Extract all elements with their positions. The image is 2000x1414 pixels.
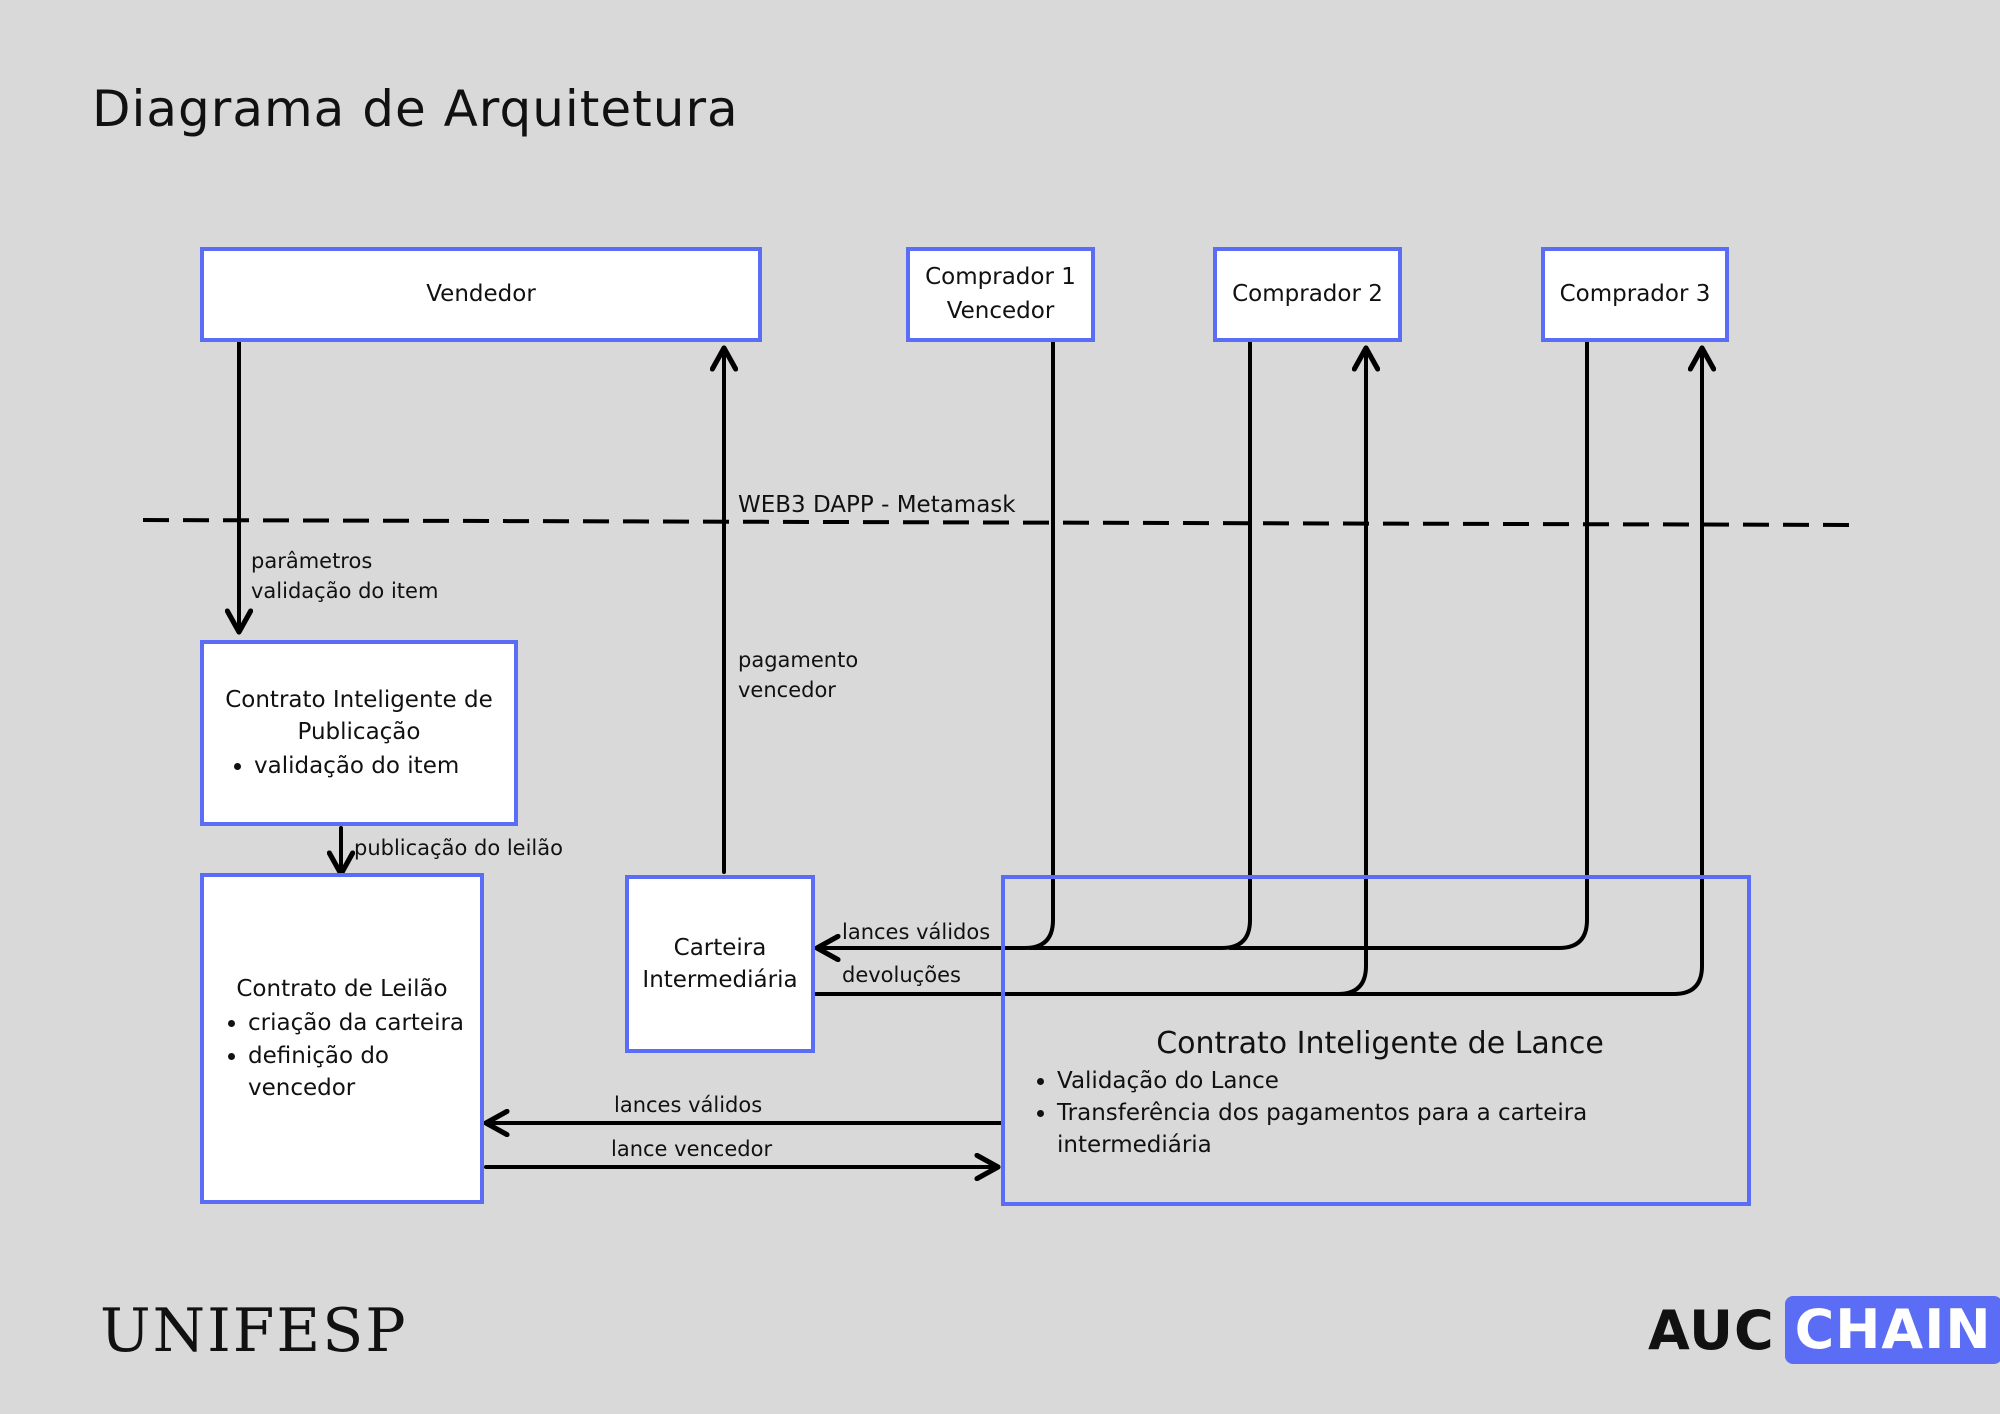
node-vendedor: Vendedor [200,247,762,342]
label-lance-vencedor: lance vencedor [611,1137,773,1161]
label-parametros-line2: validação do item [251,579,439,604]
label-publicacao-leilao: publicação do leilão [354,836,563,860]
label-lances-validos-top: lances válidos [842,920,991,944]
node-contrato-leilao-bullets: criação da carteira definição do vencedo… [218,1007,466,1104]
label-pagamento-line1: pagamento [738,648,859,672]
path-bid-comprador3 [1228,340,1589,950]
label-parametros-line1: parâmetros [251,549,373,573]
node-contrato-publicacao-bullets: validação do item [218,750,500,782]
node-contrato-publicacao-title: Contrato Inteligente de Publicação [225,686,493,745]
node-comprador-1-sublabel: Vencedor [946,297,1055,324]
node-comprador-2: Comprador 2 [1213,247,1402,342]
node-contrato-lance-title: Contrato Inteligente de Lance [1156,1026,1604,1061]
path-refund-comprador3 [1338,348,1702,996]
node-carteira-intermediaria: Carteira Intermediária [625,875,815,1053]
node-comprador-3: Comprador 3 [1541,247,1729,342]
node-vendedor-label: Vendedor [426,281,536,308]
bullet-item: validação do item [254,750,500,782]
node-comprador-1: Comprador 1 Vencedor [906,247,1095,342]
node-contrato-lance: Contrato Inteligente de Lance Validação … [1001,875,1751,1206]
aucchain-logo-part2: Chain [1784,1296,2000,1364]
node-comprador-1-label: Comprador 1 [925,264,1076,291]
page-title: Diagrama de Arquitetura [92,80,739,138]
path-bid-comprador2 [1028,340,1252,950]
aucchain-logo: Auc Chain [1648,1296,2000,1364]
node-comprador-2-label: Comprador 2 [1232,281,1383,308]
path-bid-comprador1 [817,340,1055,948]
node-contrato-leilao-title: Contrato de Leilão [236,976,448,1003]
label-pagamento-vencedor: pagamento vencedor [738,645,858,706]
unifesp-logo: UNIFESP [100,1296,408,1366]
node-carteira-sublabel: Intermediária [642,967,798,993]
label-devolucoes: devoluções [842,963,961,987]
bullet-item: definição do vencedor [248,1040,466,1104]
node-carteira-label: Carteira [673,934,767,961]
node-contrato-lance-bullets: Validação do Lance Transferência dos pag… [1027,1065,1717,1162]
web3-boundary-line [142,518,1859,527]
label-web3-dapp: WEB3 DAPP - Metamask [738,492,1016,518]
node-comprador-3-label: Comprador 3 [1559,281,1711,308]
label-parametros: parâmetros validação do item [251,546,438,607]
label-lances-validos-bottom: lances válidos [614,1093,763,1117]
bullet-item: Transferência dos pagamentos para a cart… [1057,1097,1717,1161]
bullet-item: Validação do Lance [1057,1065,1717,1097]
bullet-item: criação da carteira [248,1007,466,1039]
node-contrato-leilao: Contrato de Leilão criação da carteira d… [200,873,484,1204]
aucchain-logo-part1: Auc [1648,1298,1775,1362]
label-pagamento-line2: vencedor [738,678,836,703]
node-contrato-publicacao: Contrato Inteligente de Publicação valid… [200,640,518,826]
